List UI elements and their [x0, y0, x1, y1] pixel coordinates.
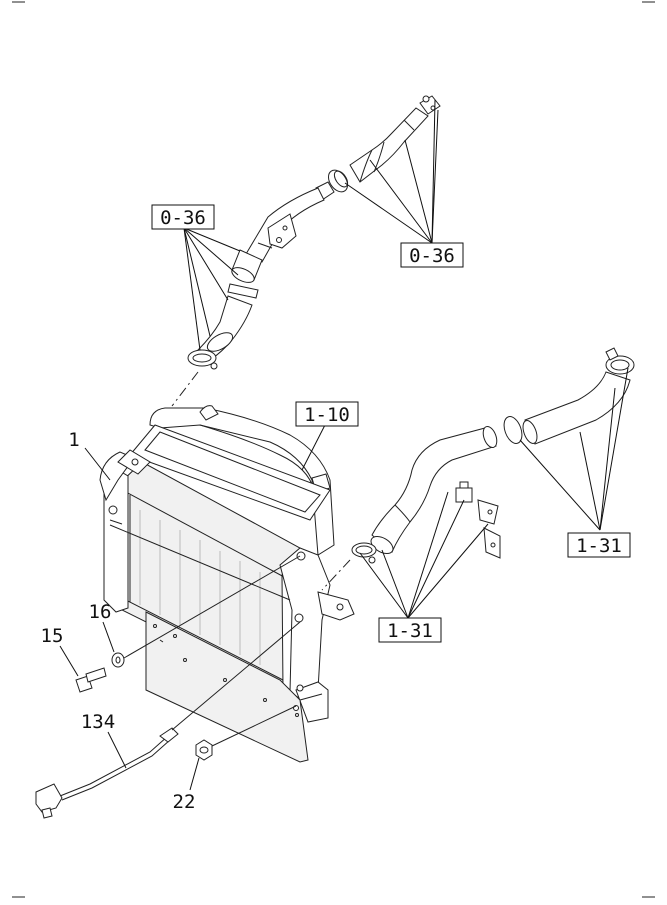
- lower-right-hose: [321, 425, 501, 591]
- leader-22: [189, 757, 200, 791]
- ref-label: 0-36: [160, 207, 206, 229]
- ref-box-1-31-right: 1-31: [567, 532, 631, 558]
- leader-16: [102, 621, 115, 653]
- ref-label: 0-36: [409, 245, 455, 267]
- leaders-1-31-right: [519, 367, 629, 531]
- ref-label: 1-10: [304, 404, 350, 426]
- leaders-1-31-lower: [359, 491, 489, 619]
- leader-1-10: [301, 424, 326, 471]
- ref-box-0-36-left: 0-36: [151, 204, 215, 230]
- bolt-15: [75, 667, 107, 693]
- part-number-16: 16: [89, 601, 112, 623]
- ref-label: 1-31: [576, 535, 622, 557]
- ref-box-1-31-lower: 1-31: [378, 617, 442, 643]
- leader-134: [107, 731, 127, 769]
- part-number-15: 15: [41, 625, 64, 647]
- upper-intake-pipe: [171, 95, 441, 407]
- panel-holes: [153, 624, 299, 717]
- intercooler-assembly: [99, 405, 355, 763]
- part-number-22: 22: [173, 791, 196, 813]
- ref-label: 1-31: [387, 620, 433, 642]
- part-number-134: 134: [81, 711, 115, 733]
- nut-22: [195, 739, 213, 761]
- washer-16: [111, 652, 125, 668]
- leader-part-1: [84, 447, 111, 481]
- ref-box-1-10: 1-10: [295, 401, 359, 427]
- leaders-0-36-left: [183, 227, 241, 351]
- leaders-0-36-right: [344, 99, 439, 244]
- ref-box-0-36-right: 0-36: [400, 242, 464, 268]
- crop-marks: [12, 1, 655, 898]
- part-number-1: 1: [68, 429, 79, 451]
- leader-15: [59, 645, 79, 677]
- sensor-harness-134: [35, 727, 179, 819]
- right-hose: [503, 347, 635, 445]
